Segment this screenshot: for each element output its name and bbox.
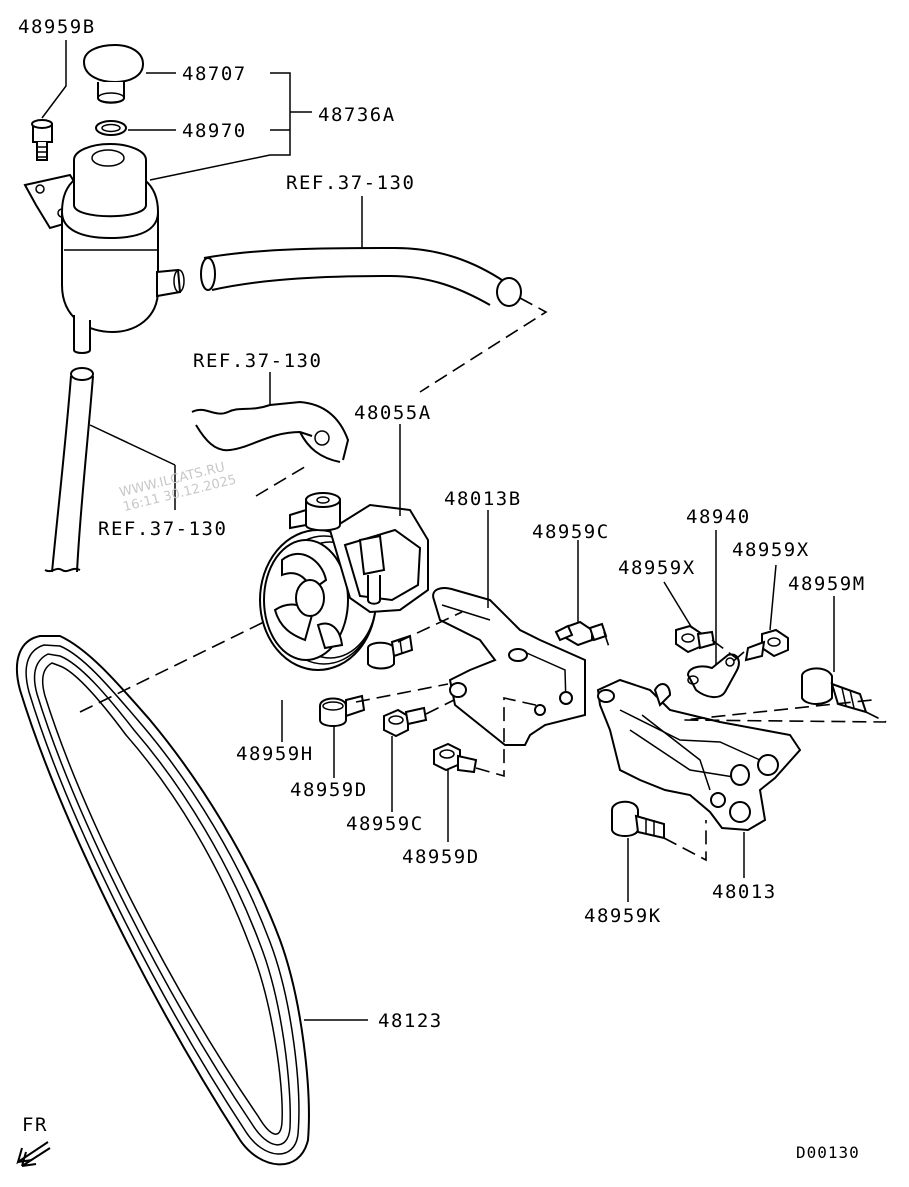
bolt-48959x-right-part[interactable] (744, 628, 789, 662)
ref-pipe-outline (191, 400, 350, 463)
label-48959k[interactable]: 48959K (584, 905, 662, 927)
label-ref-mid[interactable]: REF.37-130 (193, 350, 323, 372)
label-ref-lower[interactable]: REF.37-130 (98, 518, 228, 540)
label-48959x-right[interactable]: 48959X (732, 539, 810, 561)
bracket-48013b-part[interactable] (432, 587, 586, 746)
bolt-48959k-part[interactable] (611, 800, 665, 840)
label-48959c-top[interactable]: 48959C (532, 521, 610, 543)
label-48970[interactable]: 48970 (182, 120, 247, 142)
label-48959x-left[interactable]: 48959X (618, 557, 696, 579)
label-48055a[interactable]: 48055A (354, 402, 432, 424)
drive-belt-part[interactable] (15, 635, 310, 1166)
power-steering-pump-part[interactable] (259, 492, 429, 671)
bolt-48959b-part[interactable] (31, 119, 53, 161)
bolt-48959d-mid-part[interactable] (319, 694, 366, 727)
o-ring-part[interactable] (95, 120, 127, 136)
guide-lines (79, 297, 887, 862)
label-48123[interactable]: 48123 (378, 1010, 443, 1032)
label-ref-upper[interactable]: REF.37-130 (286, 172, 416, 194)
label-48940[interactable]: 48940 (686, 506, 751, 528)
label-48959m[interactable]: 48959M (788, 573, 866, 595)
bracket-48940-part[interactable] (686, 653, 740, 698)
lower-hose (44, 367, 94, 573)
bolt-48959d-low-part[interactable] (433, 742, 478, 774)
bolt-48959m-part[interactable] (801, 667, 868, 714)
bracket-48013-part[interactable] (596, 678, 802, 832)
upper-hose (200, 246, 522, 307)
leader-lines (41, 40, 835, 1021)
label-48959h[interactable]: 48959H (236, 743, 314, 765)
label-48707[interactable]: 48707 (182, 63, 247, 85)
label-48736a[interactable]: 48736A (318, 104, 396, 126)
reservoir-cap-part[interactable] (82, 43, 145, 104)
label-48959c-mid[interactable]: 48959C (346, 813, 424, 835)
label-48959d-mid[interactable]: 48959D (290, 779, 368, 801)
label-48959b[interactable]: 48959B (18, 16, 96, 38)
bolt-48959c-mid-part[interactable] (383, 706, 428, 738)
label-fr: FR (22, 1114, 48, 1136)
label-48013[interactable]: 48013 (712, 881, 777, 903)
label-48013b[interactable]: 48013B (444, 488, 522, 510)
bolt-48959c-top-part[interactable] (554, 620, 608, 647)
bolt-48959h-part[interactable] (367, 634, 414, 670)
reservoir-part[interactable] (23, 143, 185, 354)
bolt-48959x-left-part[interactable] (675, 624, 716, 654)
front-arrow-icon (16, 1141, 51, 1167)
diagram-code: D00130 (796, 1143, 860, 1162)
label-48959d-low[interactable]: 48959D (402, 846, 480, 868)
